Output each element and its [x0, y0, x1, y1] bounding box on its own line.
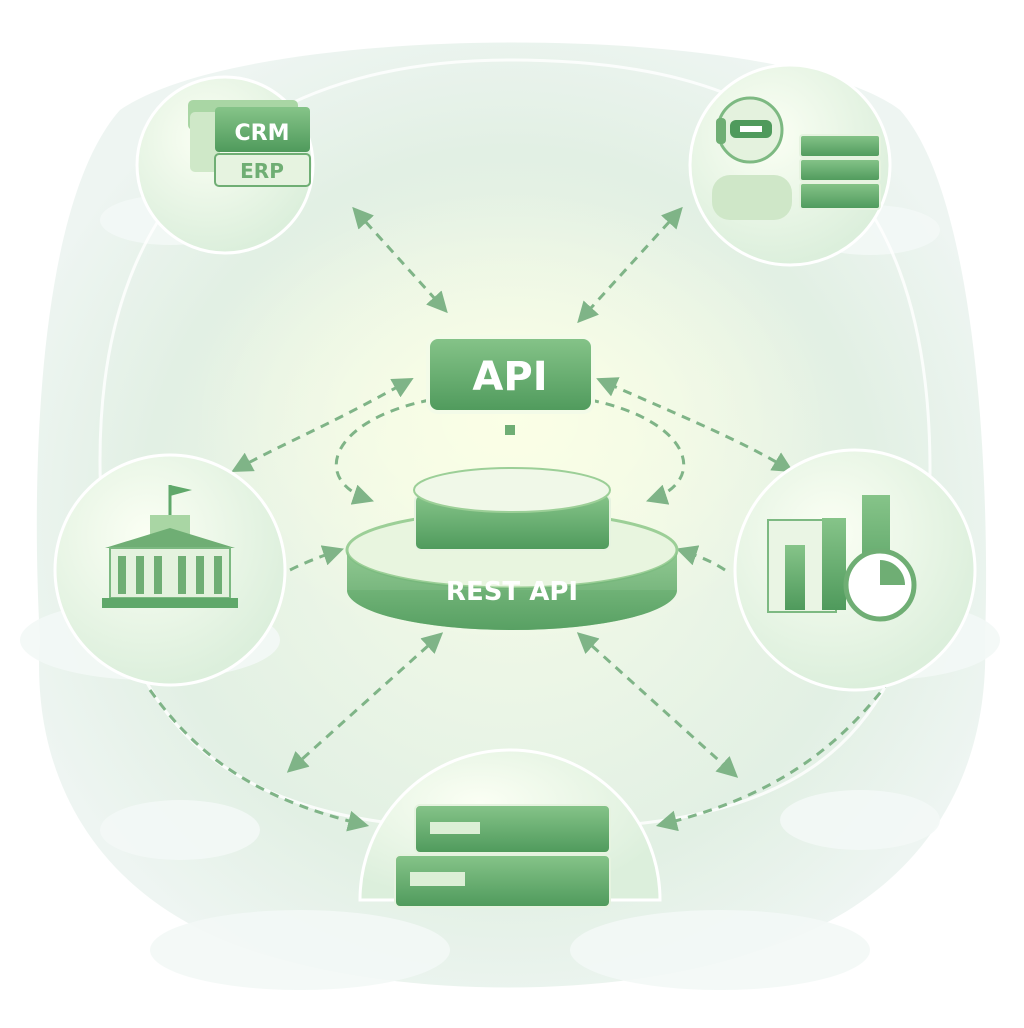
- node-analytics: [733, 448, 977, 692]
- loop-left: [334, 398, 431, 505]
- arrow-gov-servers: [148, 689, 370, 832]
- connectors: [148, 206, 892, 832]
- node-government: [53, 453, 287, 687]
- arrow-crm-api: [352, 206, 448, 314]
- arrow-rest-right-down: [576, 632, 739, 778]
- node-crm-erp: CRM ERP: [135, 75, 315, 255]
- arrow-gov-api: [231, 377, 414, 473]
- government-building-icon: [102, 485, 238, 608]
- arrow-gov-rest: [289, 545, 344, 572]
- bar-chart-icon: [767, 495, 917, 622]
- arrow-robot-api: [577, 206, 683, 324]
- server-stack-icon: [413, 467, 611, 551]
- rest-api-platform: REST API: [345, 467, 679, 630]
- server-stack-icon: [799, 134, 881, 210]
- node-servers: [358, 748, 662, 908]
- loop-right: [589, 398, 686, 505]
- erp-label: ERP: [240, 159, 284, 183]
- arrow-analytics-api: [596, 377, 794, 473]
- arrow-analytics-servers: [655, 679, 892, 832]
- crm-label: CRM: [235, 121, 290, 146]
- arrow-rest-left-down: [286, 632, 444, 773]
- robot-icon: [712, 96, 792, 220]
- rest-api-label: REST API: [446, 577, 578, 607]
- api-label: API: [472, 354, 547, 400]
- arrow-analytics-rest: [676, 545, 726, 572]
- api-box: API: [426, 335, 595, 435]
- node-robot-servers: [688, 63, 892, 267]
- outer-loop: [98, 58, 932, 832]
- server-stack-icon: [394, 804, 611, 908]
